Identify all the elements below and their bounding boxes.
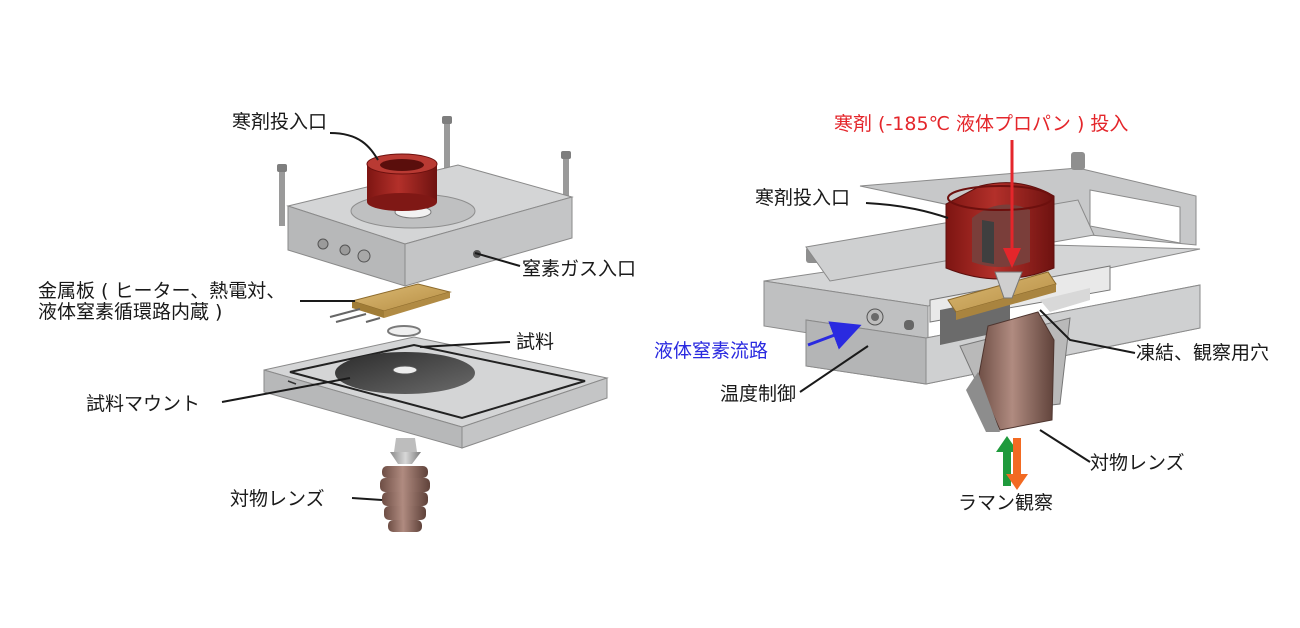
right-objective-lens [966,311,1055,432]
right-coolant-cup [945,182,1055,280]
label-nitrogen-gas-inlet: 窒素ガス入口 [522,258,637,280]
coolant-cup [366,153,438,211]
raman-arrows [996,436,1028,490]
label-sample: 試料 [516,331,555,353]
o-ring [387,325,421,337]
label-coolant-inlet-right: 寒剤投入口 [755,187,851,209]
right-section-view [763,140,1201,490]
label-objective-lens-left: 対物レンズ [230,488,325,510]
label-objective-lens-right: 対物レンズ [1090,452,1185,474]
left-exploded-view [221,116,609,532]
left-objective-lens [380,438,430,532]
left-leader-lines [221,132,521,501]
label-raman-observation: ラマン観察 [958,492,1054,514]
label-ln2-flow-path: 液体窒素流路 [654,340,769,362]
label-sample-mount: 試料マウント [86,393,201,415]
right-leader-lines [799,202,1136,463]
label-freeze-observation-hole: 凍結、観察用穴 [1136,342,1270,364]
label-metal-plate-line1: 金属板 ( ヒーター、熱電対、 [38,280,286,302]
label-metal-plate-line2: 液体窒素循環路内蔵 ) [38,301,223,323]
metal-plate [329,283,452,323]
coolant-input-arrow [1003,140,1021,268]
label-coolant-input-title: 寒剤 (-185℃ 液体プロパン ) 投入 [834,113,1129,135]
label-temperature-control: 温度制御 [720,383,797,405]
ln2-flow-arrow [807,321,862,350]
label-coolant-inlet-left: 寒剤投入口 [232,111,328,133]
sample-mount-block [263,336,609,449]
